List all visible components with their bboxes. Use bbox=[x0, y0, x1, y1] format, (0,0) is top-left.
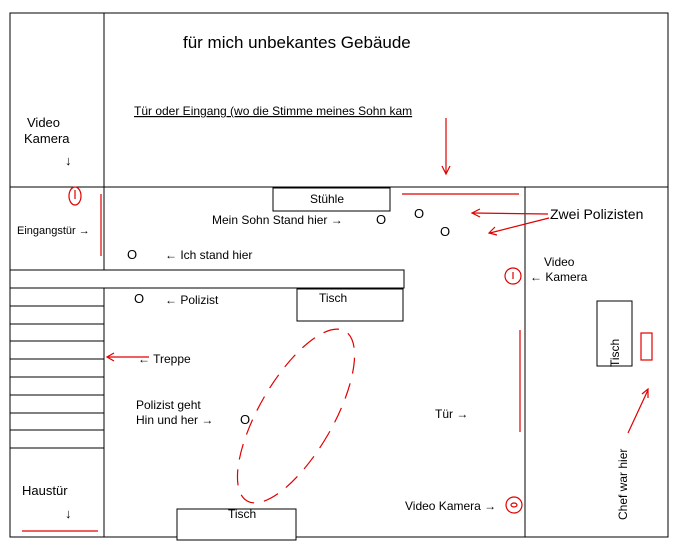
table-right-label: Tisch bbox=[608, 339, 622, 367]
door-right-label: Tür → bbox=[435, 407, 468, 421]
patrol-path bbox=[236, 328, 356, 504]
table-right bbox=[596, 300, 633, 367]
stairs-arrow-head bbox=[105, 352, 115, 362]
police-arrow-2 bbox=[489, 217, 550, 234]
two-police-label: Zwei Polizisten bbox=[550, 206, 643, 222]
police-arrow-1-head bbox=[470, 208, 481, 218]
person-marker-son: O bbox=[376, 212, 386, 227]
person-marker-police-2: O bbox=[440, 224, 450, 239]
camera-mark-bottom bbox=[505, 496, 523, 514]
diagram-title: für mich unbekantes Gebäude bbox=[183, 33, 411, 52]
table-bottom-label: Tisch bbox=[228, 507, 256, 521]
building-walls bbox=[9, 12, 669, 538]
red-annotations bbox=[22, 118, 653, 532]
door-top-label: Tür oder Eingang (wo die Stimme meines S… bbox=[134, 104, 412, 118]
video-camera-left-label: Video bbox=[27, 115, 60, 130]
video-camera-left-label-2: Kamera bbox=[24, 131, 70, 146]
table-middle bbox=[296, 288, 404, 322]
chairs-label: Stühle bbox=[310, 192, 344, 206]
person-markers: O O O O O O bbox=[127, 206, 450, 427]
house-door-label: Haustür bbox=[22, 483, 68, 498]
policeman-label: ← Polizist bbox=[165, 293, 219, 307]
camera-mark-left bbox=[68, 186, 82, 206]
door-top-arrow-head bbox=[441, 165, 451, 176]
down-arrow-house-door: ↓ bbox=[65, 506, 72, 521]
person-marker-walking-police: O bbox=[240, 412, 250, 427]
person-marker-me: O bbox=[127, 247, 137, 262]
table-middle-label: Tisch bbox=[319, 291, 347, 305]
person-marker-police-1: O bbox=[414, 206, 424, 221]
camera-mark-bottom-lens bbox=[510, 502, 518, 508]
chairs-box bbox=[272, 187, 391, 212]
video-camera-right-label: Video bbox=[544, 255, 575, 269]
camera-mark-right bbox=[504, 267, 522, 285]
stairs-label: ← Treppe bbox=[138, 352, 191, 366]
table-bottom bbox=[176, 508, 297, 541]
boss-arrow bbox=[627, 389, 649, 434]
video-camera-right-label-2: ← Kamera bbox=[530, 270, 588, 284]
son-stood-label: Mein Sohn Stand hier → bbox=[212, 213, 343, 227]
police-walks-label: Polizist geht bbox=[136, 398, 201, 412]
police-arrow-1 bbox=[472, 212, 549, 215]
boss-arrow-head bbox=[641, 387, 649, 398]
boss-desk-mark bbox=[640, 332, 653, 361]
video-camera-bottom-label: Video Kamera → bbox=[405, 499, 496, 513]
counter-bar bbox=[9, 269, 405, 289]
police-arrow-2-head bbox=[487, 226, 498, 236]
down-arrow-left: ↓ bbox=[65, 153, 72, 168]
entrance-door-label: Eingangstür → bbox=[17, 225, 90, 237]
boss-was-here-label: Chef war hier bbox=[616, 449, 630, 520]
stairs-lines bbox=[10, 305, 104, 449]
police-walks-label-2: Hin und her → bbox=[136, 413, 213, 427]
person-marker-policeman: O bbox=[134, 291, 144, 306]
i-stood-label: ← Ich stand hier bbox=[165, 248, 252, 262]
